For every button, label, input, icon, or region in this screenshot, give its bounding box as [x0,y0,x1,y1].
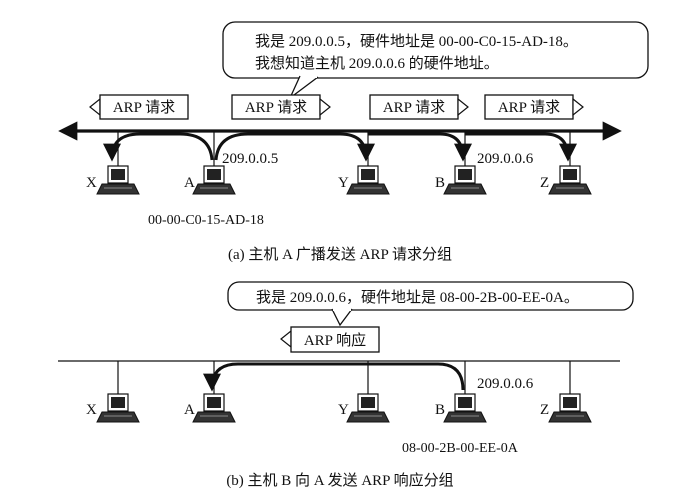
computer-icon [192,165,236,195]
panel-a: 我是 209.0.0.5，硬件地址是 00-00-C0-15-AD-18。 我想… [58,21,649,263]
broadcast-arrows-a [103,132,577,162]
speech-bubble-b: 我是 209.0.0.6，硬件地址是 08-00-2B-00-EE-0A。 [227,281,634,327]
arp-request-packet-3: ARP 请求 [369,94,469,120]
panel-b: 我是 209.0.0.6，硬件地址是 08-00-2B-00-EE-0A。 AR… [58,281,634,489]
host-label-a: A [184,175,195,191]
ip-label-b: 209.0.0.6 [477,151,534,167]
response-arrow [203,362,465,392]
packet-1-label: ARP 请求 [113,99,175,116]
computer-icon [548,165,592,195]
mac-label-a: 00-00-C0-15-AD-18 [148,213,264,228]
bubble-a-line1: 我是 209.0.0.5，硬件地址是 00-00-C0-15-AD-18。 [255,33,578,50]
computer-icon [192,393,236,423]
ip-label-b: 209.0.0.6 [477,376,534,392]
host-label-b: B [435,175,445,191]
host-label-b: B [435,402,445,418]
host-label-y: Y [338,175,349,191]
host-label-x: X [86,402,97,418]
arp-request-packet-1: ARP 请求 [89,94,189,120]
ip-label-a: 209.0.0.5 [222,151,278,167]
packet-4-label: ARP 请求 [498,99,560,116]
bubble-a-line2: 我想知道主机 209.0.0.6 的硬件地址。 [255,55,499,72]
arp-response-packet: ARP 响应 [280,326,380,353]
computer-icon [548,393,592,423]
arp-request-packet-2: ARP 请求 [231,94,331,120]
computer-icon [96,393,140,423]
packet-2-label: ARP 请求 [245,99,307,116]
bubble-b-line1: 我是 209.0.0.6，硬件地址是 08-00-2B-00-EE-0A。 [256,289,579,306]
host-label-z: Z [540,402,549,418]
arp-request-packet-4: ARP 请求 [484,94,584,120]
host-label-y: Y [338,402,349,418]
computer-icon [346,393,390,423]
computer-icon [443,165,487,195]
host-label-z: Z [540,175,549,191]
caption-a: (a) 主机 A 广播发送 ARP 请求分组 [228,246,452,263]
computer-icon [346,165,390,195]
host-label-a: A [184,402,195,418]
host-label-x: X [86,175,97,191]
packet-3-label: ARP 请求 [383,99,445,116]
computer-icon [96,165,140,195]
caption-b: (b) 主机 B 向 A 发送 ARP 响应分组 [226,471,453,489]
mac-label-b: 08-00-2B-00-EE-0A [402,441,519,456]
packet-response-label: ARP 响应 [304,331,366,349]
speech-bubble-a: 我是 209.0.0.5，硬件地址是 00-00-C0-15-AD-18。 我想… [222,21,649,99]
computer-icon [443,393,487,423]
